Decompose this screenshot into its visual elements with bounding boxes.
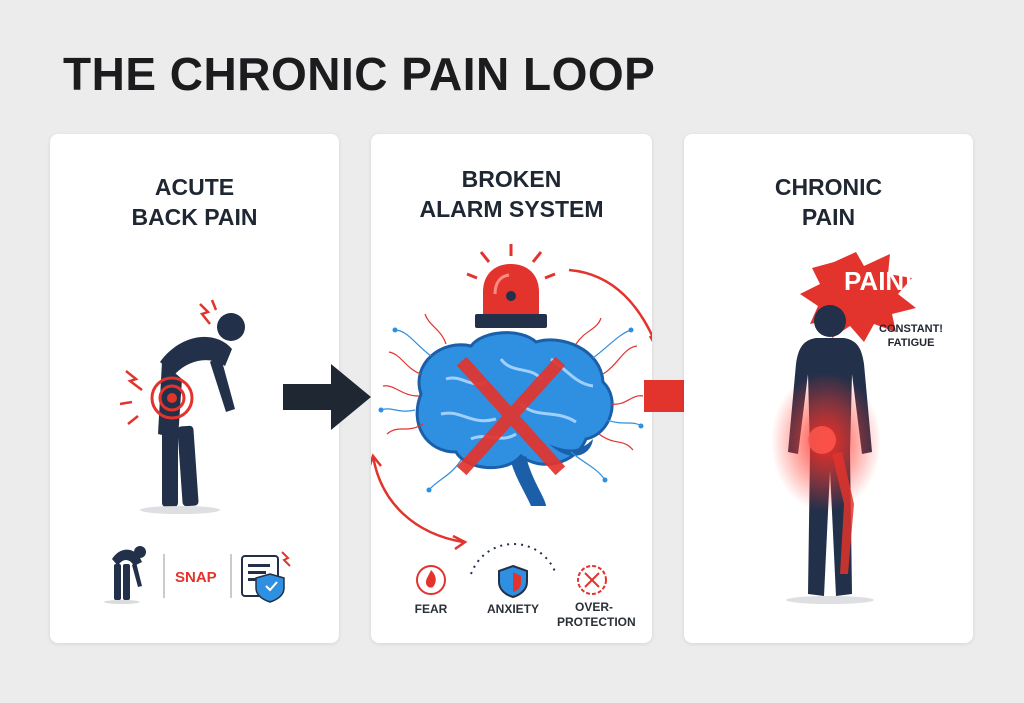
- panel-title-chronic: CHRONIC PAIN: [684, 172, 973, 232]
- cycle-arrow-top: [568, 268, 652, 339]
- panel-title-line-1: ACUTE: [154, 174, 235, 200]
- footer-divider-2: [230, 554, 232, 598]
- leg-pain-highlight: [832, 452, 854, 574]
- person-right-leg: [177, 425, 199, 507]
- symptom-fatigue: FATIGUE: [887, 337, 935, 349]
- cycle-arrow-bottom-head: [452, 534, 468, 551]
- nerve-tendrils-blue: [380, 329, 642, 491]
- broken-x-icon: [456, 356, 566, 476]
- factor-anxiety-label: ANXIETY: [486, 602, 539, 616]
- chronic-pain-figure-illustration: [771, 252, 916, 604]
- factor-fear-label: FEAR: [414, 602, 448, 616]
- pain-spark-left: [119, 400, 133, 406]
- pain-burst-label: PAIN!: [844, 266, 913, 296]
- panel-title-acute: ACUTE BACK PAIN: [50, 172, 339, 232]
- person-head: [217, 313, 245, 341]
- head-pain-lightning-icon: [199, 303, 211, 325]
- flow-arrow-1: [283, 364, 371, 430]
- lightning-icon: [125, 370, 143, 391]
- symptom-constant: CONSTANT!: [879, 323, 943, 335]
- document-shield-icon: [241, 551, 291, 603]
- page-title: THE CHRONIC PAIN LOOP: [63, 48, 656, 100]
- panel-chronic-pain: CHRONIC PAIN PAIN! CONSTANT! FATIGUE: [684, 134, 973, 643]
- fire-icon: [416, 565, 446, 595]
- snap-label: SNAP: [175, 569, 217, 586]
- head-pain-spark: [210, 299, 218, 311]
- alarm-siren-icon: [466, 244, 556, 328]
- pain-ring-middle: [158, 384, 186, 412]
- person-torso: [160, 336, 232, 374]
- panel-title-line-2: BACK PAIN: [131, 204, 258, 230]
- pain-ring-center: [167, 393, 177, 403]
- footer-divider-1: [163, 554, 165, 598]
- hunched-person-illustration: [104, 299, 291, 604]
- bent-person-icon: [104, 546, 146, 604]
- pain-spark-lower: [127, 415, 139, 425]
- factor-overprotection-line-2: PROTECTION: [557, 615, 636, 629]
- person-arm: [210, 354, 235, 412]
- panel-title-line-2: ALARM SYSTEM: [419, 196, 604, 222]
- panel-title-line-1: CHRONIC: [774, 174, 883, 200]
- pain-hotspot: [808, 426, 836, 454]
- person-left-leg: [162, 429, 178, 507]
- symptom-list: CONSTANT! FATIGUE: [866, 322, 956, 350]
- panel-title-line-2: PAIN: [801, 204, 856, 230]
- factor-overprotection-label: OVER- PROTECTION: [557, 600, 636, 630]
- ground-shadow: [786, 596, 874, 604]
- panel-broken-alarm-system: BROKEN ALARM SYSTEM: [371, 134, 652, 643]
- nerve-endpoints: [378, 327, 644, 493]
- nerve-tendrils: [382, 313, 644, 451]
- ground-shadow: [140, 506, 220, 514]
- shield-icon: [498, 564, 528, 599]
- cycle-arrow-bottom-tail: [371, 453, 382, 467]
- cycle-arrow-bottom: [371, 455, 464, 544]
- factor-overprotection-line-1: OVER-: [574, 600, 613, 614]
- panel-title-line-1: BROKEN: [461, 166, 562, 192]
- broken-alarm-illustration: [371, 244, 652, 599]
- pain-ring-outer: [150, 376, 194, 420]
- alert-circle-icon: [577, 565, 607, 595]
- panel-title-broken-alarm: BROKEN ALARM SYSTEM: [371, 164, 652, 224]
